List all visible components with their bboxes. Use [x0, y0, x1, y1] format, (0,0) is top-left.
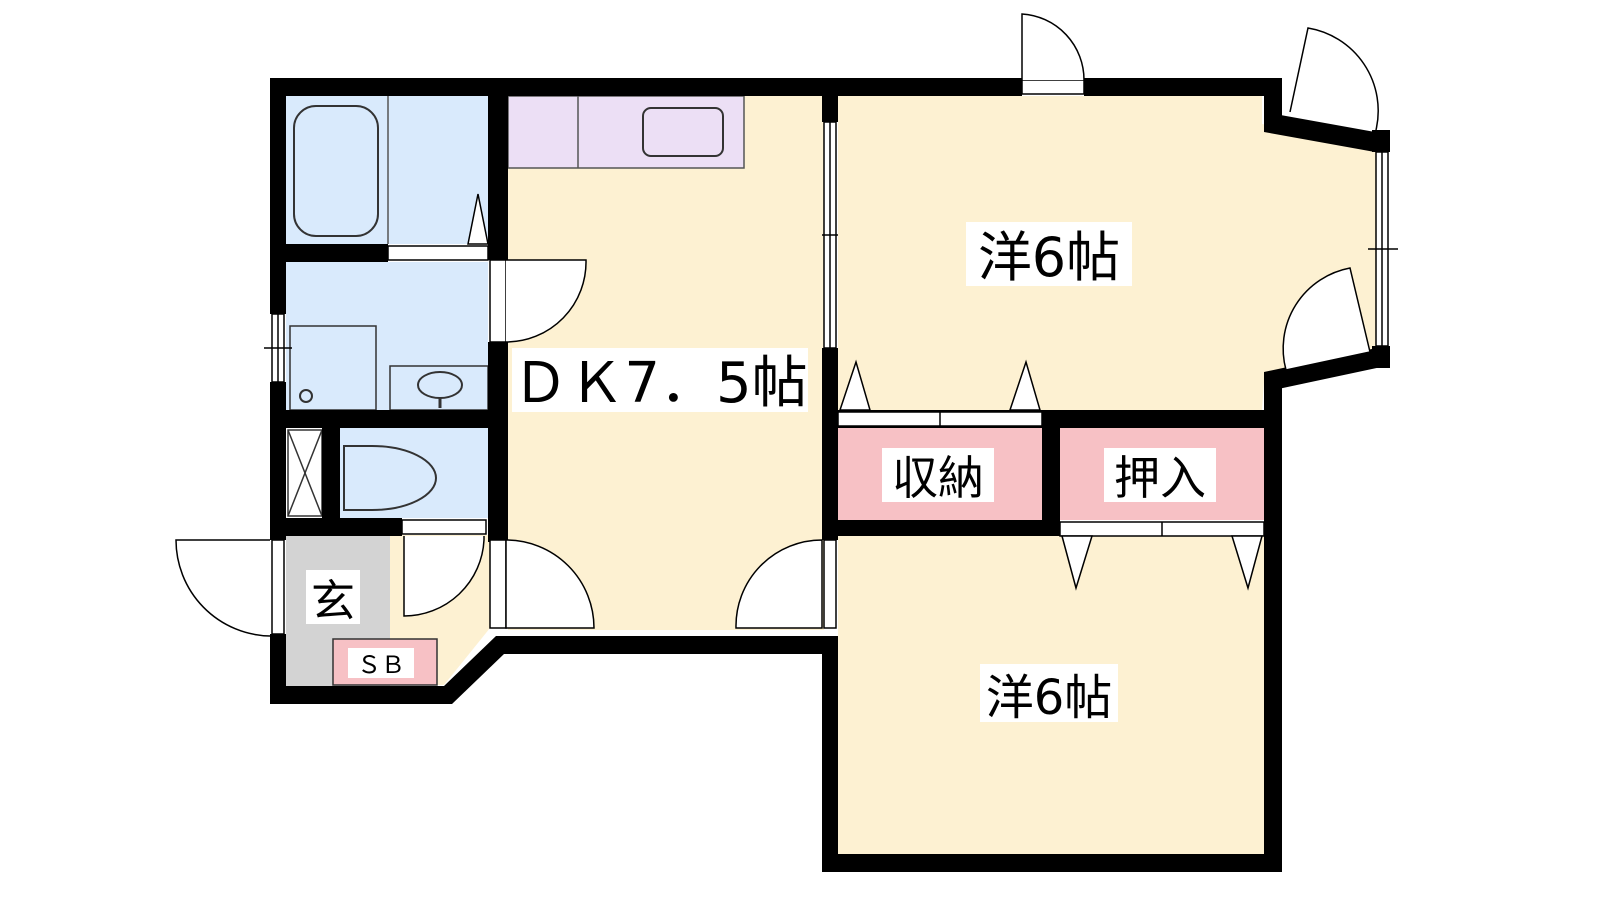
- door-washroom: [505, 259, 587, 343]
- door-dk-hall: [505, 539, 595, 629]
- kitchen-counter: [507, 95, 745, 169]
- walls: [270, 78, 1390, 872]
- doors: [175, 13, 1379, 637]
- door-bay-upper: [1289, 27, 1379, 131]
- room-label-western-lower: 洋6帖: [986, 670, 1113, 726]
- floor-fills: [286, 95, 1382, 854]
- door-closet-right: [1230, 535, 1263, 591]
- drain-icon: [299, 389, 313, 403]
- room-label-entrance: 玄: [311, 576, 355, 627]
- door-top: [1021, 13, 1085, 81]
- bathtub-icon: [293, 105, 379, 237]
- door-closet-left: [1061, 535, 1094, 591]
- toilet-icon: [343, 445, 437, 511]
- door-bay-lower: [1282, 267, 1371, 371]
- door-entrance: [175, 539, 271, 637]
- room-label-western-upper: 洋6帖: [978, 226, 1120, 289]
- fixtures: [287, 96, 489, 517]
- bathroom-floor: [286, 96, 488, 244]
- door-storage-left: [838, 359, 871, 411]
- washroom-floor: [286, 262, 488, 410]
- door-bathroom: [467, 193, 489, 245]
- room-label-closet: 押入: [1114, 451, 1206, 505]
- door-toilet: [403, 536, 485, 617]
- labels: ＤＫ7．5帖 洋6帖 洋6帖 収納 押入 玄 ＳＢ: [306, 222, 1216, 726]
- windows: [264, 121, 1398, 383]
- room-label-dk: ＤＫ7．5帖: [512, 351, 807, 416]
- sink-icon: [642, 107, 724, 157]
- room-label-storage: 収納: [892, 451, 984, 505]
- door-lower-room: [735, 539, 823, 629]
- door-storage-right: [1008, 359, 1041, 411]
- toilet-floor: [340, 428, 488, 518]
- room-label-shoe-box: ＳＢ: [357, 651, 405, 679]
